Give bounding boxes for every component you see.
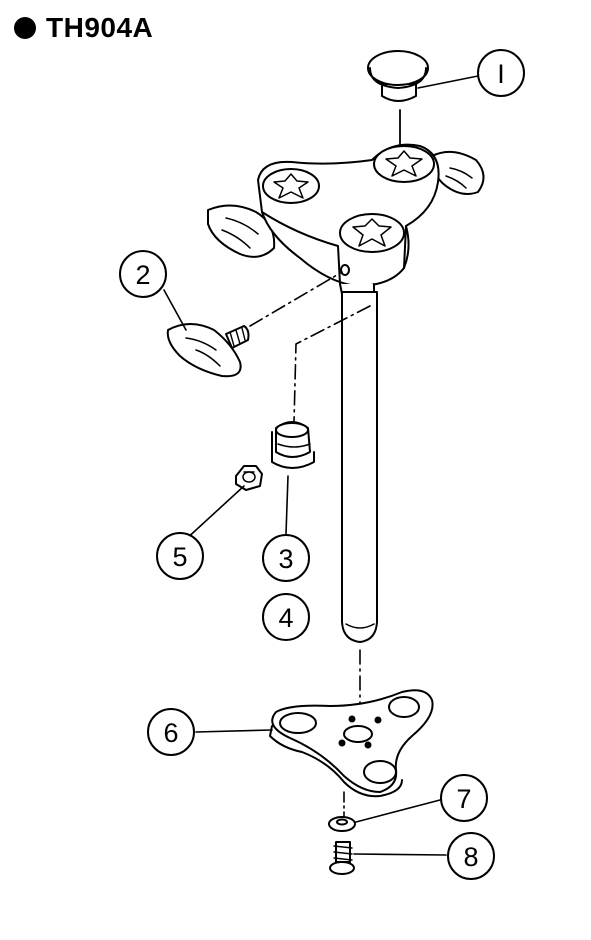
part-number-title: TH904A [14, 12, 153, 44]
callout-5: 5 [156, 532, 204, 580]
callout-2: 2 [119, 250, 167, 298]
callout-7: 7 [440, 774, 488, 822]
svg-text:3: 3 [278, 544, 293, 574]
rod-part [341, 291, 378, 643]
bushing-part [271, 421, 315, 469]
svg-text:6: 6 [163, 718, 178, 748]
svg-text:5: 5 [172, 542, 187, 572]
title-text: TH904A [46, 12, 154, 43]
bullet-icon [14, 17, 36, 39]
callout-8: 8 [447, 832, 495, 880]
clamp-head-part [207, 143, 485, 298]
svg-text:I: I [497, 59, 505, 89]
callout-4: 4 [262, 593, 310, 641]
callout-6: 6 [147, 708, 195, 756]
base-plate-part [269, 689, 434, 798]
svg-text:7: 7 [456, 784, 471, 814]
nut-part [235, 465, 263, 491]
svg-text:4: 4 [278, 603, 293, 633]
screw-part [329, 841, 355, 875]
svg-text:2: 2 [135, 260, 150, 290]
washer-part [328, 816, 356, 832]
callout-3: 3 [262, 534, 310, 582]
wing-bolt-part [166, 323, 250, 378]
svg-text:8: 8 [463, 842, 478, 872]
callout-1: I [477, 49, 525, 97]
cap-part [367, 50, 429, 102]
